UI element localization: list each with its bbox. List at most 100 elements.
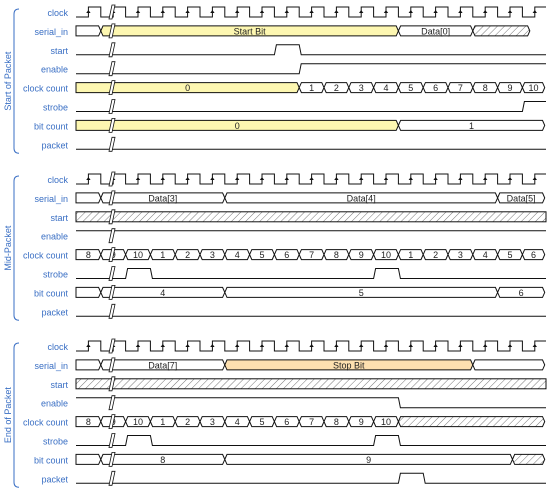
clock-edge-arrow <box>507 177 513 180</box>
signal-label: clock count <box>23 84 69 94</box>
clock-edge-arrow <box>433 177 438 180</box>
clock-edge-arrow <box>359 10 364 13</box>
bus-value: 4 <box>235 250 240 260</box>
clock-edge-arrow <box>483 177 488 180</box>
signal-label: enable <box>41 65 68 75</box>
bus-segment <box>174 249 201 261</box>
bus-segment <box>422 249 449 261</box>
signal-packet: packet <box>41 303 546 319</box>
digital-wave <box>76 268 546 279</box>
signal-label: bit count <box>34 455 69 465</box>
bus-segment <box>298 416 325 428</box>
clock-edge-arrow <box>483 344 488 347</box>
bus-value: Data[7] <box>148 360 177 370</box>
bus-value: 4 <box>235 417 240 427</box>
digital-wave <box>76 101 546 112</box>
bus-value: 9 <box>366 455 371 465</box>
bus-segment <box>298 82 325 94</box>
bus-segment <box>373 416 399 428</box>
signal-label: packet <box>41 307 68 317</box>
bus-segment <box>224 416 251 428</box>
time-break-mark <box>108 414 116 429</box>
bus-value: 8 <box>334 417 339 427</box>
signal-label: start <box>50 46 68 56</box>
bus-segment <box>298 249 325 261</box>
clock-edge-arrow <box>408 177 413 180</box>
signal-label: serial_in <box>34 27 68 37</box>
clock-edge-arrow <box>284 344 289 347</box>
digital-wave <box>76 44 546 56</box>
bus-segment <box>348 82 375 94</box>
bus-value: 3 <box>458 250 463 260</box>
clock-edge-arrow <box>483 10 488 13</box>
bus-segment <box>323 416 350 428</box>
clock-edge-arrow <box>383 177 389 180</box>
clock-edge-arrow <box>309 177 314 180</box>
clock-edge-arrow <box>86 10 91 13</box>
signal-label: enable <box>41 399 68 409</box>
bus-value: 1 <box>309 83 314 93</box>
bus-segment <box>199 249 226 261</box>
clock-edge-arrow <box>259 10 265 13</box>
bus-value: Data[3] <box>148 193 177 203</box>
undefined-region <box>75 211 547 223</box>
bus-segment <box>174 416 201 428</box>
bus-segment <box>224 453 514 465</box>
signal-label: serial_in <box>34 194 68 204</box>
group-title: End of Packet <box>3 387 13 444</box>
group-bracket <box>13 342 20 488</box>
clock-edge-arrow <box>433 10 438 13</box>
bus-segment <box>497 192 546 204</box>
digital-wave <box>76 397 546 409</box>
bus-value: 1 <box>469 121 474 131</box>
bus-value: Data[4] <box>347 193 376 203</box>
bus-segment <box>75 453 102 465</box>
bus-segment <box>373 82 399 94</box>
bus-value: 10 <box>381 250 391 260</box>
time-break-mark <box>108 433 116 448</box>
time-break-mark <box>108 285 116 300</box>
bus-value: 10 <box>133 250 143 260</box>
signal-label: clock <box>47 342 68 352</box>
clock-edge-arrow <box>210 177 215 180</box>
clock-edge-arrow <box>309 10 314 13</box>
clock-edge-arrow <box>408 10 413 13</box>
signal-enable: enable <box>41 395 546 411</box>
signal-label: strobe <box>43 270 68 280</box>
bus-segment <box>348 249 375 261</box>
signal-label: packet <box>41 140 68 150</box>
bus-segment <box>75 82 300 94</box>
time-break-mark <box>108 376 116 392</box>
bus-value: 5 <box>259 250 264 260</box>
bus-value: 9 <box>359 417 364 427</box>
signal-clock: clock <box>47 171 546 187</box>
bus-segment <box>75 359 102 371</box>
signal-clock-count: clock count891012345678910 <box>23 414 546 429</box>
bus-segment <box>397 82 424 94</box>
bus-segment <box>373 249 399 261</box>
time-break-mark <box>108 80 116 95</box>
bus-segment <box>447 82 474 94</box>
signal-clock-count: clock count891012345678910123456 <box>23 247 546 262</box>
signal-strobe: strobe <box>43 266 546 281</box>
bus-segment <box>323 249 350 261</box>
bus-segment <box>125 249 151 261</box>
bus-value: 6 <box>531 250 536 260</box>
clock-edge-arrow <box>532 344 537 347</box>
bus-value: Stop Bit <box>333 360 365 370</box>
signal-strobe: strobe <box>43 433 546 448</box>
undefined-region <box>75 378 547 390</box>
group-bracket <box>13 8 20 154</box>
time-break-mark <box>108 118 116 133</box>
bus-segment <box>75 192 102 204</box>
time-break-mark <box>108 171 116 187</box>
bus-segment <box>75 119 399 131</box>
bus-segment <box>149 416 176 428</box>
time-break-mark <box>108 42 116 58</box>
bus-segment <box>75 286 102 298</box>
time-break-mark <box>108 228 116 244</box>
signal-packet: packet <box>41 136 546 152</box>
